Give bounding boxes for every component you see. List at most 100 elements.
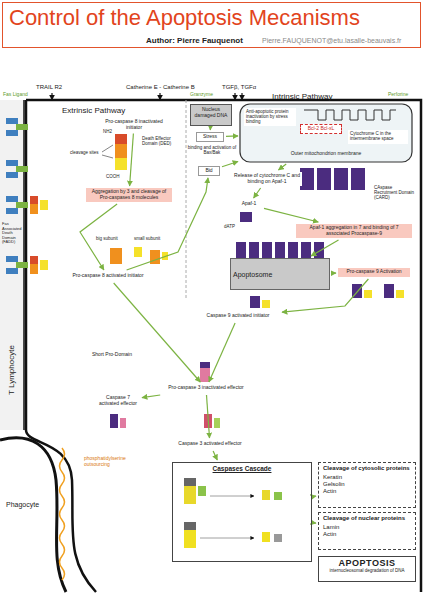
domain-label: Fas Associated Death Domain (FADD) — [2, 222, 24, 245]
death-receptors — [30, 256, 38, 264]
node-body: Actin — [323, 531, 411, 538]
node-text: APOPTOSIS — [321, 558, 413, 568]
node-text: Caspases Cascade — [177, 465, 307, 472]
protein-box: Bid — [198, 166, 220, 176]
signal-label: TRAIL R2 — [36, 84, 62, 91]
signal-arrows — [234, 93, 235, 100]
pathway-arrow — [210, 128, 211, 130]
step-box: Pro-caspase 9 Activation — [338, 268, 410, 277]
death-receptors — [6, 208, 18, 214]
pathway-divider — [186, 100, 187, 300]
node-text: Bcl-2 Bcl-xL — [303, 126, 339, 132]
caspase-3-7-figures — [200, 362, 210, 368]
node-text: Nucleus damaged DNA — [193, 107, 229, 119]
apoptosome-figure — [301, 242, 311, 258]
protein-label: Pro-caspase 3 inactivated effector — [160, 384, 252, 393]
apoptosome-box: Apoptosome — [230, 258, 330, 290]
node-text: Phagocyte — [6, 501, 42, 509]
cell-label: Phagocyte — [4, 500, 44, 510]
node-text: Caspase 3 activated effector — [172, 441, 248, 447]
pathway-arrow — [213, 451, 217, 460]
mitochondrion-shape — [240, 104, 412, 162]
signal-arrows — [52, 93, 242, 100]
pathway-arrow — [279, 164, 287, 170]
pathway-arrow — [207, 395, 210, 438]
cascade-figures — [274, 492, 282, 500]
result-box: Cleavage of cytosolic proteinsKeratinGel… — [318, 462, 416, 508]
node-text: Bid — [201, 168, 217, 174]
pro-caspase-8-figure — [115, 134, 127, 144]
mitochondrion-shape — [240, 104, 412, 162]
node-text: Pro-caspase 8 inactivated initiator — [98, 119, 170, 131]
apaf-1-figure — [317, 168, 331, 190]
death-receptors — [16, 202, 28, 208]
cell-region: T Lymphocyte — [0, 100, 24, 430]
domain-label: Short Pro-Domain — [92, 352, 148, 358]
process-label: phosphatidylserine outsourcing — [84, 456, 134, 468]
cascade-figures — [262, 532, 270, 542]
caspase-8-figure — [134, 247, 142, 257]
mitochondrion-shape — [304, 110, 396, 120]
death-receptors — [6, 256, 18, 262]
pathway-arrow — [311, 240, 339, 256]
apoptosome-figure — [275, 242, 285, 258]
pathway-label: Intrinsic Pathway — [272, 92, 332, 101]
node-body: Gelsolin — [323, 481, 411, 488]
death-receptors — [30, 196, 38, 204]
terminus-label: NH2 — [103, 129, 112, 134]
callout-text: Anti-apoptotic protein inactivation by s… — [244, 108, 296, 126]
apaf-1-figure — [351, 168, 365, 190]
caspase-9-figure — [364, 290, 372, 298]
ligand-label: Granzyme — [190, 92, 213, 98]
callout-text: CAspase Recrutment Domain (CARD) — [372, 184, 416, 202]
node-text: T Lymphocyte — [7, 345, 16, 395]
death-receptors — [6, 268, 18, 274]
result-box: Cleavage of nuclear proteinsLaminActin — [318, 512, 416, 550]
phagocyte-shape — [0, 438, 66, 592]
author-label: Author: Pierre Fauquenot — [146, 36, 243, 45]
death-receptors — [16, 262, 28, 268]
pathway-arrow — [142, 395, 160, 398]
title-text: Control of the Apoptosis Mecanisms — [9, 5, 360, 31]
node-text: Pro-caspase 8 activated initiator — [72, 273, 144, 279]
signal-arrows — [51, 93, 52, 100]
node-text: Caspase 7 activated effector — [98, 395, 138, 407]
node-text: Aggregation by 3 and cleavage of Pro-cas… — [88, 189, 170, 201]
cascade-figures — [198, 486, 206, 496]
pro-caspase-8-figure — [115, 158, 127, 170]
caspase-9-figure — [262, 300, 270, 308]
cascade-figures — [262, 490, 270, 500]
molecule-label: dATP — [224, 224, 235, 229]
domain-label: Death Effector Domain (DED) — [142, 136, 182, 146]
cascade-figures — [184, 486, 196, 504]
node-text: Cleavage of cytosolic proteins — [323, 465, 411, 472]
callout-text: Cytochrome C in the intermembrane space — [348, 130, 408, 144]
pro-caspase-8-figure — [102, 155, 113, 158]
caspase-3-7-figures — [214, 418, 220, 428]
death-receptors — [40, 260, 48, 270]
cascade-figures — [184, 478, 282, 548]
pathway-arrow — [314, 522, 316, 523]
step-label: Release of cytochrome C and binding on A… — [232, 172, 302, 186]
protein-label: Pro-caspase 8 activated initiator — [70, 272, 146, 281]
caspase-9-figure — [384, 284, 394, 298]
caspase-3-7-figures — [200, 368, 210, 382]
pathway-arrow — [254, 188, 261, 198]
apaf-1-figure — [300, 168, 314, 190]
node-text: Outer mitochondrion membrane — [242, 151, 410, 157]
pathway-arrow — [209, 323, 235, 382]
ligand-label: Fas Ligand — [3, 92, 28, 98]
caspase-9-figure — [250, 296, 260, 308]
ligand-label: Perforine — [388, 92, 408, 98]
pathway-arrow — [222, 162, 238, 167]
node-text: Apaf-1 aggregation in 7 and binding of 7… — [298, 225, 410, 237]
phagocyte-shape — [0, 438, 66, 592]
cascade-figures — [184, 530, 196, 548]
pathway-label: Extrinsic Pathway — [62, 106, 125, 115]
pathway-arrow — [314, 495, 316, 497]
apoptosome-figure — [249, 242, 259, 258]
caspase-8-figure — [110, 247, 168, 264]
